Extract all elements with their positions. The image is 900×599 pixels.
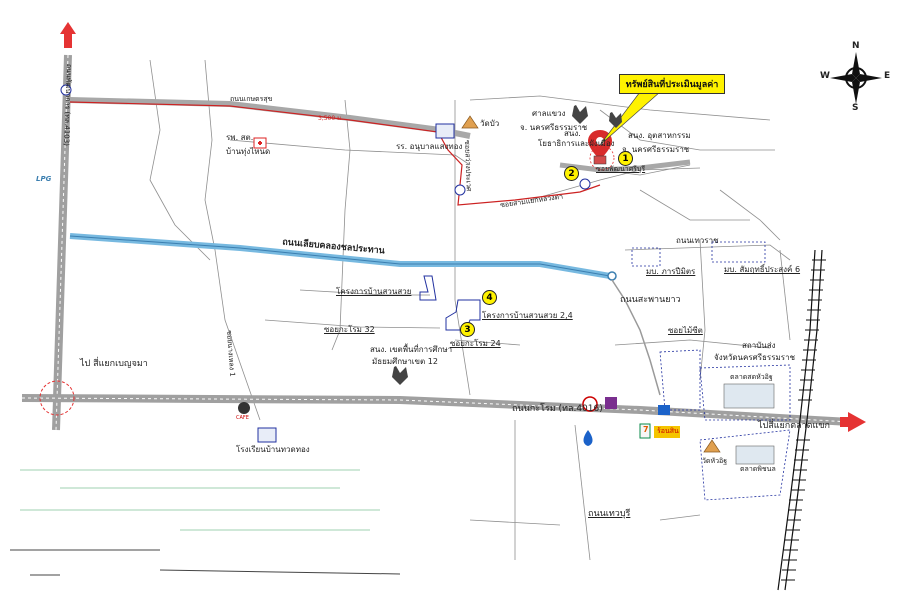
ptt-icon xyxy=(582,396,598,412)
up-arrow-icon xyxy=(60,22,76,48)
label-edu-office-2: มัธยมศึกษาเขต 12 xyxy=(372,357,438,366)
label-moo-tarin: มบ. ภารปีมิตร xyxy=(646,267,696,276)
legend-area xyxy=(10,469,401,576)
distance-label: 3,500 ม. xyxy=(318,115,343,122)
mart-icon xyxy=(654,426,680,438)
label-industry: สนง. อุตสาหกรรม xyxy=(628,131,691,140)
label-soi-sawang: ซอยสว่างประเวศ xyxy=(463,139,473,192)
label-office-2: โยธาธิการและผังเมือง xyxy=(538,139,615,148)
mart-label: ร้อนสิน xyxy=(657,427,679,435)
garuda2-icon xyxy=(392,366,408,385)
label-soi-kaeram-24: ซอยกะโรม 24 xyxy=(450,339,501,348)
target-callout: ทรัพย์สินที่ประเมินมูลค่า xyxy=(619,74,725,94)
compass-rose: N S W E xyxy=(820,41,892,114)
label-court: ศาลแขวง xyxy=(532,109,566,118)
label-court-2: จ. นครศรีธรรมราช xyxy=(520,123,588,132)
label-seeyaek-talat: ไปสี่แยกตลาดแขก xyxy=(758,421,830,431)
temple-icon xyxy=(461,115,479,129)
marker-1: 1 xyxy=(618,151,633,166)
road-number-icon xyxy=(60,84,72,96)
school-icon xyxy=(435,123,455,139)
label-tewarat: ถนนเทวราช xyxy=(676,236,719,245)
label-talat-sod: ตลาดสดหัวอิฐ xyxy=(730,373,773,381)
label-wat-bua: วัดบัว xyxy=(480,119,500,128)
label-saphanyao: ถนนสะพานยาว xyxy=(620,295,681,305)
label-seeyaek-benjama: ไป สี่แยกเบญจมา xyxy=(80,359,148,369)
label-school-2: โรงเรียนบ้านทวดทอง xyxy=(236,445,310,454)
compass-icon xyxy=(830,52,882,104)
compass-w: W xyxy=(820,71,830,81)
marker-3: 3 xyxy=(460,322,475,337)
label-soi-maisee: ซอยไม้ซีต xyxy=(668,326,703,335)
right-arrow-icon xyxy=(840,412,866,432)
label-moo-sampat: มบ. สัมฤทธิ์ประสงค์ 6 xyxy=(724,265,801,274)
upper-road xyxy=(69,97,471,139)
label-talat-phiman: ตลาดพิชนล xyxy=(740,465,776,473)
school2-icon xyxy=(257,427,277,443)
cafe-icon xyxy=(238,402,250,414)
label-soi-target: ซอยพัฒนาศรีบุรี xyxy=(596,165,646,173)
label-tewaburi: ถนนเทวบุรี xyxy=(588,509,631,519)
label-proj-suansuay: โครงการบ้านสวนสวย xyxy=(336,287,412,296)
label-sathaban: สถาบันส่ง xyxy=(742,341,776,350)
route-line xyxy=(69,101,601,206)
label-hospital-2: บ้านทุ่งไหนด xyxy=(226,147,271,156)
railway-ties xyxy=(781,259,826,581)
minor-roads xyxy=(149,59,791,561)
garuda-icon xyxy=(572,105,588,124)
saphanyao-road xyxy=(611,279,661,396)
label-soi-kaeram-32: ซอยกะโรม 32 xyxy=(324,325,375,334)
label-hospital: รพ. สต. xyxy=(226,133,254,142)
dotted-plots xyxy=(631,241,791,501)
marker-2: 2 xyxy=(564,166,579,181)
temple2-icon xyxy=(703,439,721,453)
junction-circle xyxy=(39,380,75,416)
marker-4: 4 xyxy=(482,290,497,305)
label-highway-left: ถนนพัฒนาการ (ทล.4103) xyxy=(62,63,73,147)
ptt-drop-icon xyxy=(583,430,593,446)
compass-n: N xyxy=(852,41,860,51)
compass-s: S xyxy=(852,103,859,113)
shop-icon xyxy=(605,397,617,409)
market2-icon xyxy=(735,445,775,465)
label-proj-suansuay-24: โครงการบ้านสวนสวย 2,4 xyxy=(482,311,573,320)
cafe-label: CAFE xyxy=(236,415,249,421)
label-wat-huait: วัดหัวอิฐ xyxy=(702,457,728,465)
label-industry-2: จ. นครศรีธรรมราช xyxy=(622,145,690,154)
seven-label: 7 xyxy=(643,425,649,434)
label-sathaban-2: จังหวัดนครศรีธรรมราช xyxy=(714,353,796,362)
road-label-kasetsuk: ถนนเกษตรสุข xyxy=(230,95,273,103)
label-kaeram-road: ถนนกะโรม (ทล.4016) xyxy=(512,404,603,414)
label-office: สนง. xyxy=(564,129,581,138)
bank-icon xyxy=(658,405,670,415)
market-icon xyxy=(723,383,775,409)
target-road xyxy=(559,159,691,173)
seven-icon xyxy=(639,423,651,439)
label-school: รร. อนุบาลแสงทอง xyxy=(396,142,463,151)
lpg-icon: LPG xyxy=(36,175,52,183)
label-edu-office: สนง. เขตพื้นที่การศึกษา xyxy=(370,345,453,354)
compass-e: E xyxy=(884,71,891,81)
